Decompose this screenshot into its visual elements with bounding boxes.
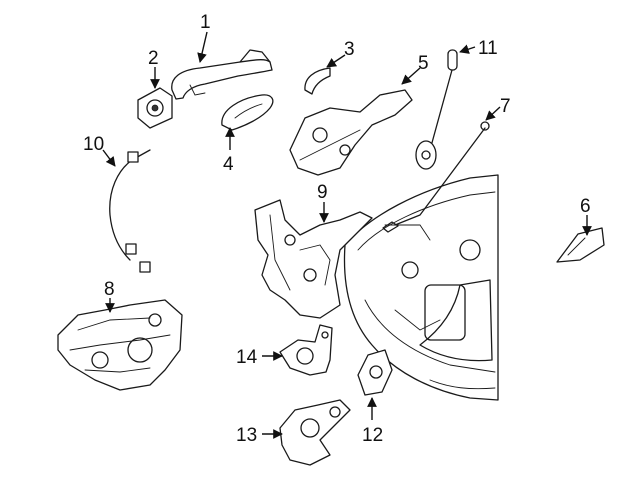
part-9-lock-assembly [254,199,373,319]
callout-3: 3 [344,39,355,60]
part-8-lock-actuator [57,299,183,391]
door-inner-panel [343,174,499,401]
callout-7: 7 [500,96,511,117]
part-7-rod [382,121,490,233]
part-5-handle-frame [289,89,413,176]
part-6-trim-bezel [556,227,605,263]
callout-14: 14 [236,347,258,368]
part-10-cable [109,149,151,273]
callout-11: 11 [478,38,498,59]
callout-6: 6 [580,196,591,217]
part-11-lock-rod [415,49,458,170]
callout-5: 5 [418,53,429,74]
callout-13: 13 [236,425,257,446]
part-13-hinge [279,399,351,466]
callout-labels: 1 2 3 4 5 6 7 8 9 10 11 12 13 14 [83,12,591,446]
part-4-gasket [221,94,274,131]
callout-8: 8 [104,279,115,300]
part-1-outside-handle [171,49,273,100]
callout-1: 1 [200,12,211,33]
part-2-handle-bracket [137,87,173,129]
callout-9: 9 [317,182,328,203]
part-3-handle-cap [304,67,331,95]
leader-lines [102,31,592,439]
part-12-striker [357,349,393,396]
part-14-hinge [279,324,333,376]
callout-10: 10 [83,134,104,155]
callout-12: 12 [362,425,383,446]
callout-4: 4 [223,154,234,175]
callout-2: 2 [148,48,159,69]
